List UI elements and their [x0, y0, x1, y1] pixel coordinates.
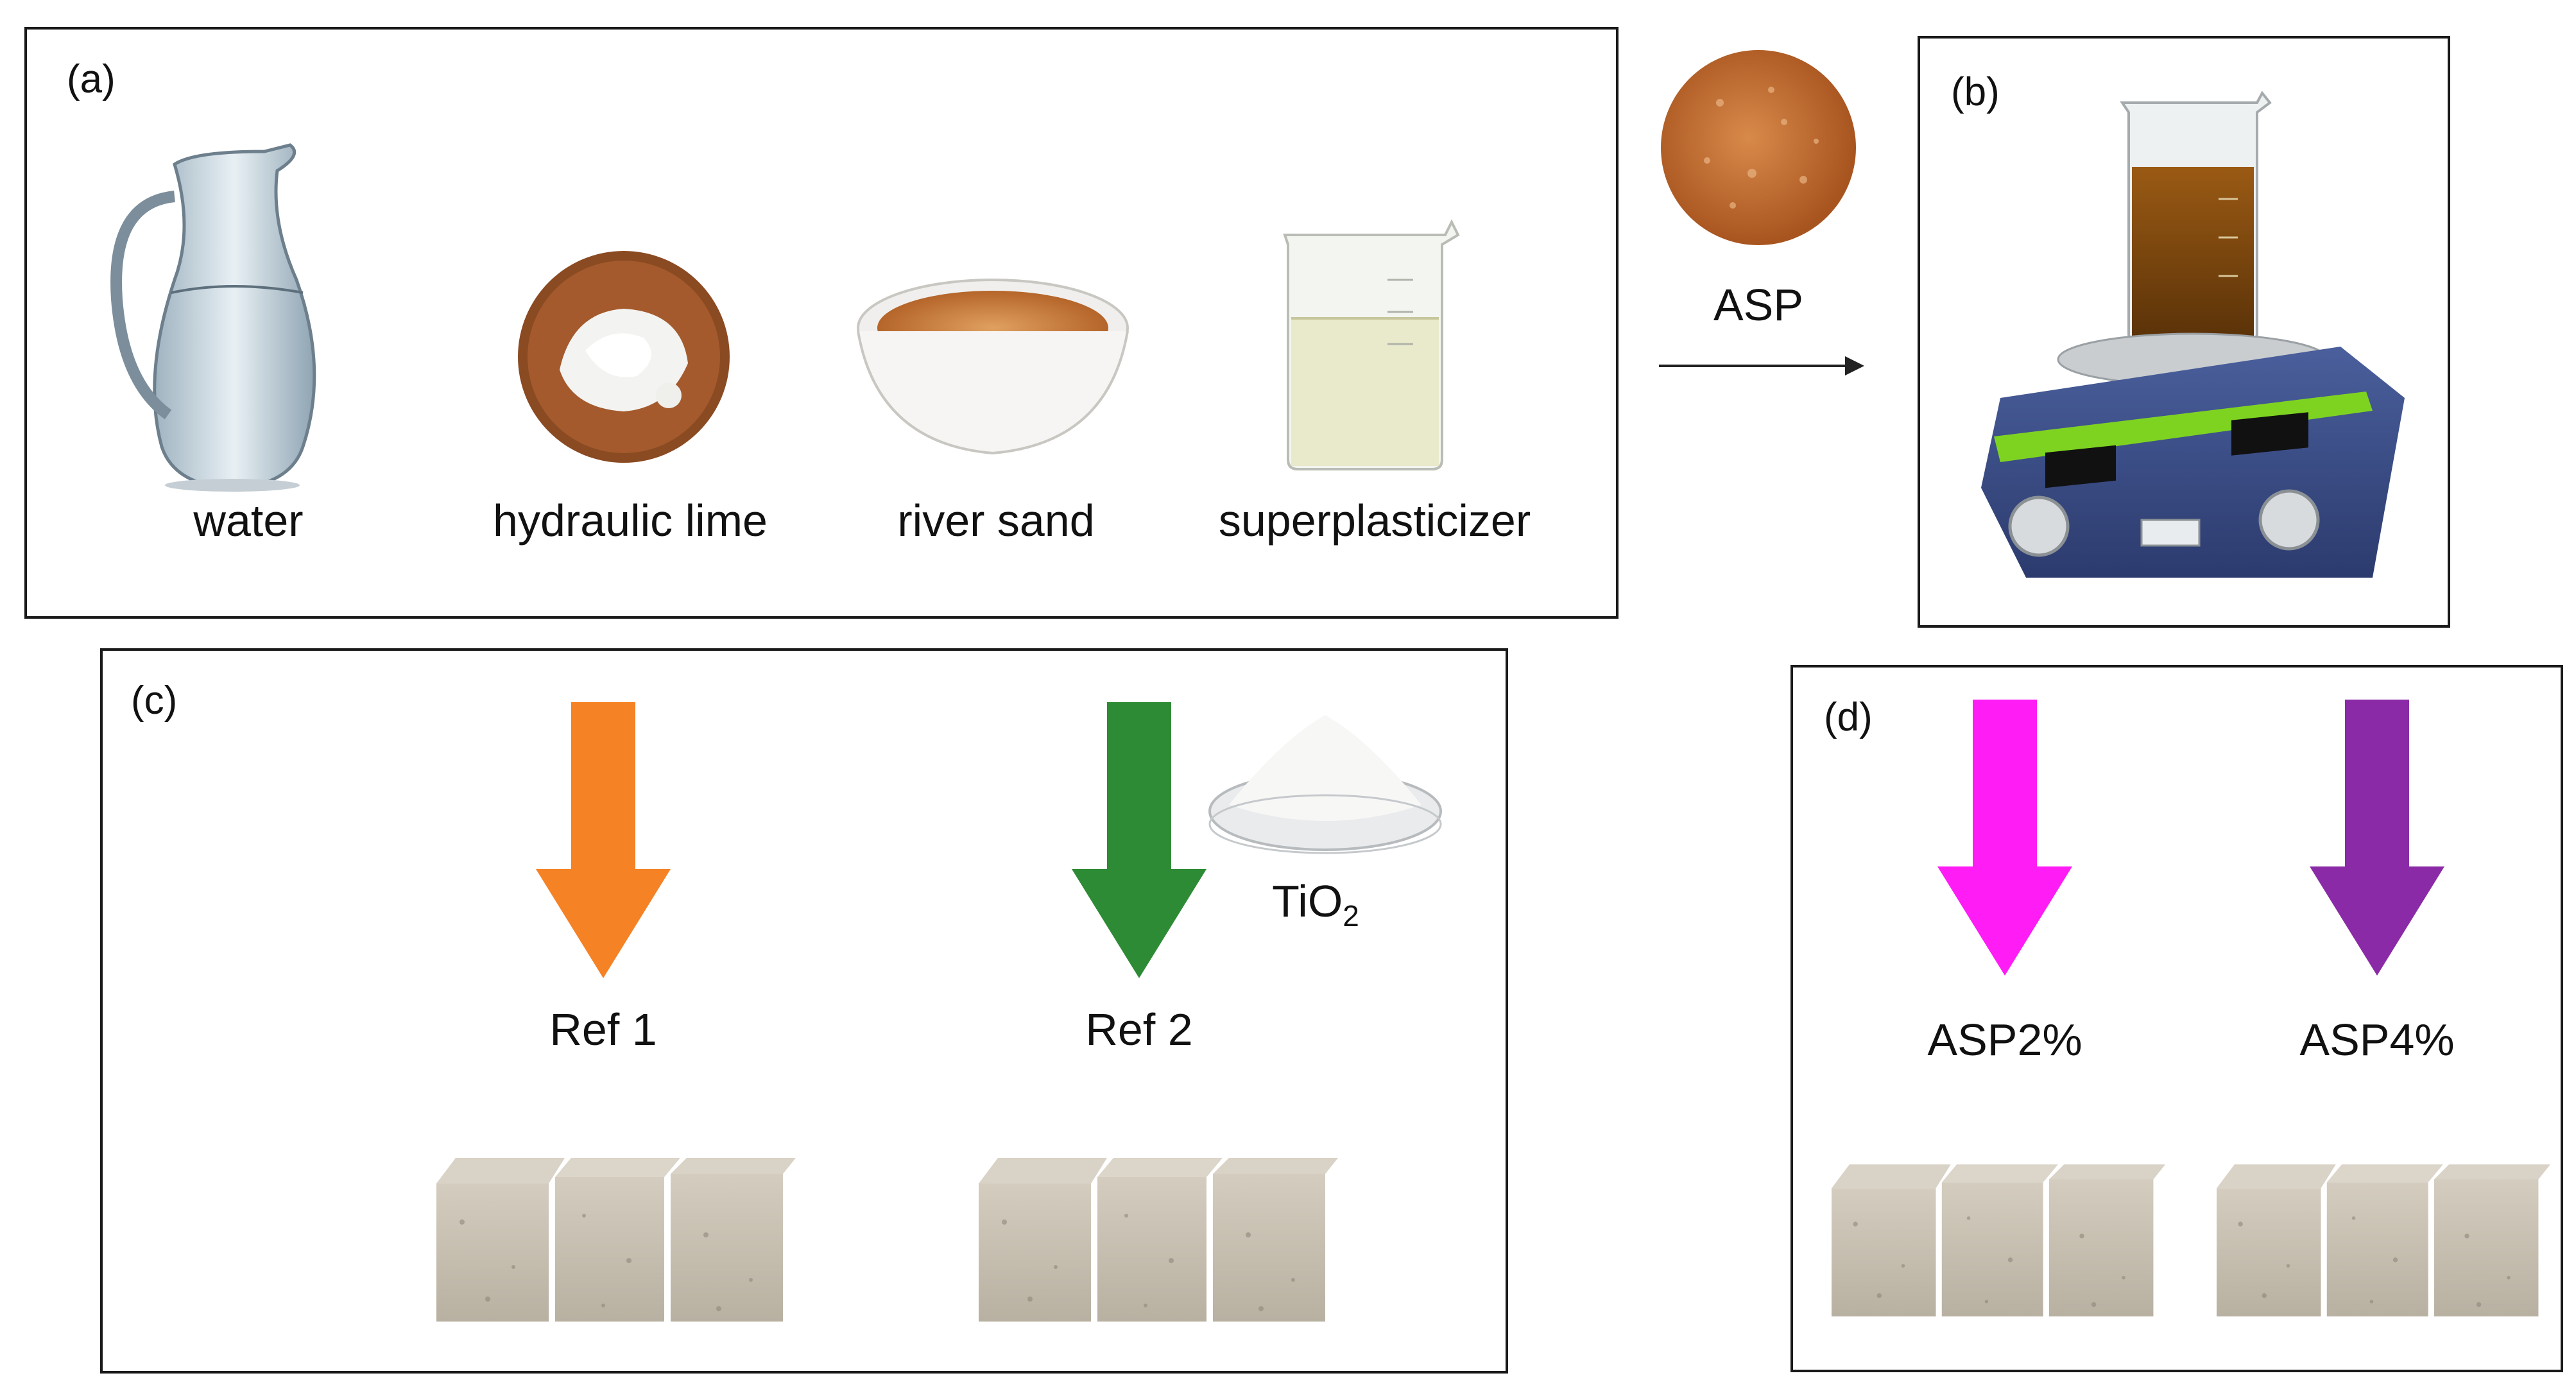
tio2-label-subscript: 2	[1343, 899, 1359, 933]
mortar-specimens-ref1	[436, 1158, 796, 1325]
item-label-river-sand: river sand	[897, 495, 1095, 546]
asp2-arrow-shape	[1937, 700, 2072, 976]
panel-c-label: (c)	[131, 678, 178, 723]
panel-d-label: (d)	[1824, 695, 1873, 739]
asp4-arrow	[2306, 700, 2448, 982]
sand-bowl-icon	[852, 270, 1134, 463]
mortar-specimens-ref2	[979, 1158, 1338, 1325]
sample-label-ref1: Ref 1	[549, 1004, 657, 1055]
panel-c: (c) Ref 1 Ref 2 TiO2	[100, 648, 1508, 1374]
panel-b: (b)	[1918, 36, 2450, 628]
ref2-arrow	[1069, 702, 1210, 985]
asp4-arrow-shape	[2310, 700, 2444, 976]
water-jug-icon	[98, 126, 367, 498]
ref1-arrow	[533, 702, 674, 985]
panel-a: (a) water hydraulic lime river sand	[24, 27, 1619, 619]
sample-label-ref2: Ref 2	[1085, 1004, 1193, 1055]
item-label-hydraulic-lime: hydraulic lime	[493, 495, 768, 546]
tio2-label: TiO2	[1239, 875, 1393, 933]
panel-d: (d) ASP2% ASP4%	[1790, 665, 2563, 1372]
panel-a-label: (a)	[67, 57, 116, 101]
sample-label-asp4: ASP4%	[2299, 1015, 2455, 1065]
tio2-dish-icon	[1203, 702, 1447, 863]
mortar-specimens-asp2	[1832, 1159, 2165, 1325]
item-label-water: water	[193, 495, 304, 546]
ref2-arrow-shape	[1072, 702, 1206, 978]
magnetic-stirrer-icon	[1955, 77, 2417, 578]
asp-to-stirrer-arrow	[1659, 347, 1864, 385]
asp-particles-icon	[1656, 45, 1861, 250]
beaker-liquid-icon	[1259, 216, 1471, 472]
asp-label: ASP	[1713, 280, 1804, 330]
panel-b-label: (b)	[1951, 70, 2000, 114]
sample-label-asp2: ASP2%	[1927, 1015, 2082, 1065]
ref1-arrow-shape	[536, 702, 671, 978]
item-label-superplasticizer: superplasticizer	[1218, 495, 1531, 546]
tio2-label-base: TiO	[1272, 876, 1343, 926]
lime-powder-bowl-icon	[515, 248, 733, 466]
mortar-specimens-asp4	[2217, 1159, 2550, 1325]
asp2-arrow	[1934, 700, 2075, 982]
